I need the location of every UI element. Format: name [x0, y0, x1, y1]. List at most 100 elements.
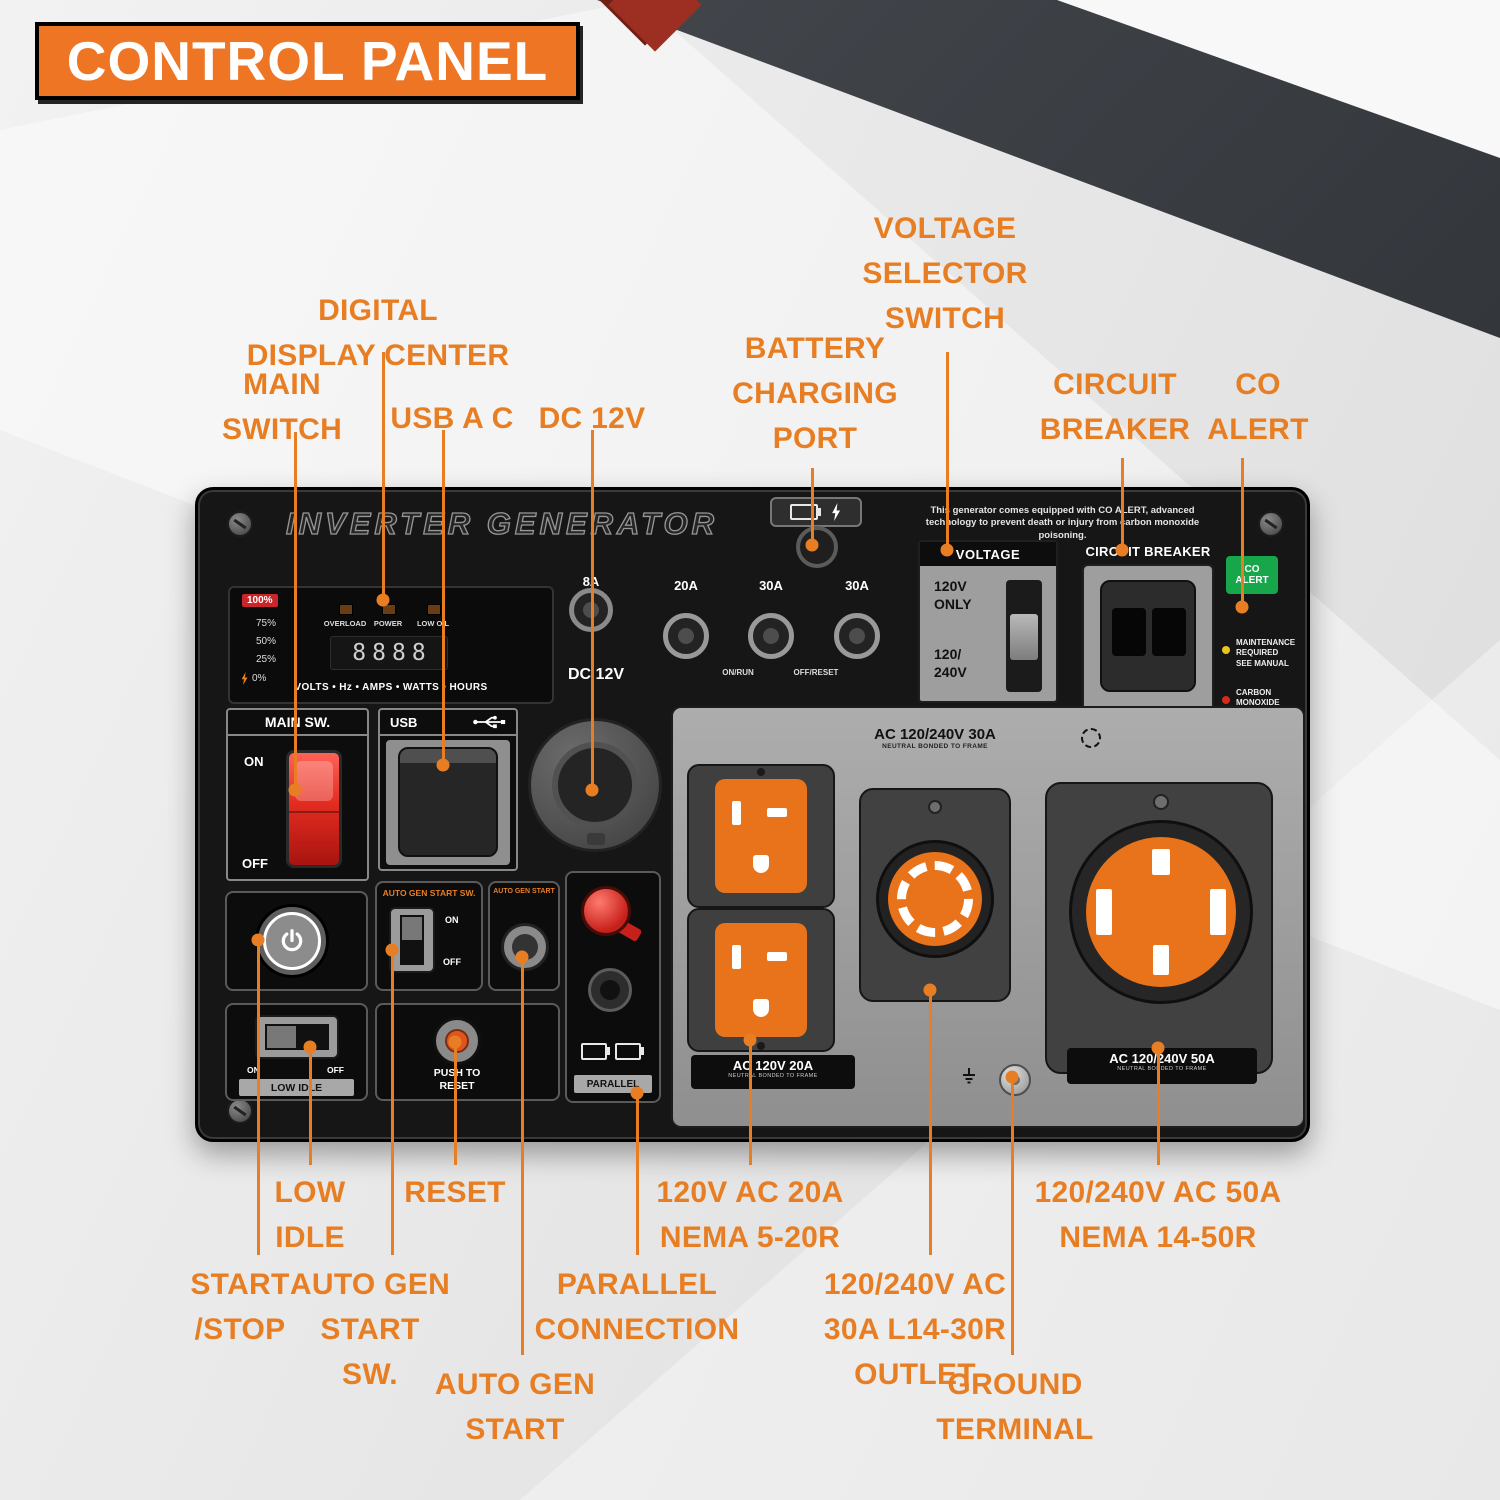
- callout-digital-display: DIGITAL DISPLAY CENTER: [246, 294, 510, 372]
- twist-lock-slots: [897, 861, 973, 937]
- parallel-box: PARALLEL: [565, 871, 661, 1103]
- usb-bay: [386, 740, 510, 865]
- callout-line-digital-display: [382, 352, 385, 600]
- main-sw-on-label: ON: [244, 754, 264, 769]
- outlet-20a-label: AC 120V 20A: [732, 1058, 814, 1073]
- callout-dot-outlet-30a: [923, 983, 937, 997]
- usb-box: USB: [378, 708, 518, 871]
- callout-voltage: VOLTAGE SELECTOR SWITCH: [862, 212, 1028, 335]
- breaker-20a-label: 20A: [674, 578, 698, 593]
- callout-line-co-alert: [1241, 458, 1244, 607]
- outlet-nema-5-20r-bottom: [687, 908, 835, 1052]
- outlet-slot: [1210, 889, 1226, 935]
- callout-dot-auto-gen-start: [515, 950, 529, 964]
- power-label: POWER: [373, 619, 403, 628]
- overload-led: [339, 604, 353, 615]
- outlet-20a-strip: AC 120V 20A NEUTRAL BONDED TO FRAME: [691, 1055, 855, 1089]
- callout-dot-co-alert: [1235, 600, 1249, 614]
- page-title: CONTROL PANEL: [66, 30, 549, 92]
- callout-line-outlet-20a: [749, 1040, 752, 1165]
- voltage-120-only: 120V ONLY: [934, 578, 972, 612]
- maintenance-led: [1222, 646, 1230, 654]
- callout-circuit-breaker: CIRCUIT BREAKER: [1039, 368, 1191, 446]
- outlet-50a-label: AC 120/240V 50A: [1109, 1051, 1215, 1066]
- auto-gen-toggle: [389, 907, 435, 973]
- usb-cover-flap: [398, 747, 498, 857]
- circuit-breaker-body: [1100, 580, 1196, 692]
- digital-display-center: 100% 75% 50% 25% 0% OVERLOAD POWER LOW O…: [228, 586, 554, 704]
- breaker-30a-button-2: [834, 613, 880, 659]
- lightning-bolt-icon: [832, 503, 841, 521]
- reset-box: PUSH TO RESET: [375, 1003, 560, 1101]
- outlet-ground-hole: [753, 999, 769, 1017]
- main-sw-off-label: OFF: [242, 856, 268, 871]
- callout-line-ground: [1011, 1077, 1014, 1355]
- seven-segment-display: 8888: [330, 636, 448, 670]
- usb-flap-hinge: [400, 749, 496, 763]
- breaker-20a-button: [663, 613, 709, 659]
- callout-line-circuit-breaker: [1121, 458, 1124, 550]
- off-reset-label: OFF/RESET: [793, 668, 839, 677]
- callout-reset: RESET: [404, 1176, 506, 1209]
- callout-parallel: PARALLEL CONNECTION: [534, 1268, 740, 1346]
- outlet-slot: [1152, 849, 1170, 875]
- callout-dc12v: DC 12V: [538, 402, 646, 435]
- screw-icon: [227, 1098, 253, 1124]
- auto-gen-on-label: ON: [445, 915, 459, 925]
- callout-outlet-50a: 120/240V AC 50A NEMA 14-50R: [1034, 1176, 1282, 1254]
- main-sw-title: MAIN SW.: [228, 710, 367, 736]
- low-oil-led: [427, 604, 441, 615]
- callout-start-stop: START /STOP: [190, 1268, 290, 1346]
- breaker-30a-button-1: [748, 613, 794, 659]
- outlet-panel: AC 120/240V 30A NEUTRAL BONDED TO FRAME: [671, 706, 1305, 1128]
- dc-12v-label: DC 12V: [567, 666, 625, 683]
- auto-gen-start-title: AUTO GEN START: [493, 888, 555, 895]
- fuel-scale-0-row: 0%: [240, 672, 266, 685]
- usb-title: USB: [390, 714, 418, 730]
- callout-line-parallel: [636, 1093, 639, 1255]
- auto-gen-off-label: OFF: [443, 957, 461, 967]
- callout-co-alert: CO ALERT: [1207, 368, 1309, 446]
- voltage-switch-knob: [1010, 614, 1038, 660]
- callout-dot-outlet-50a: [1151, 1041, 1165, 1055]
- outlet-ground-hole: [753, 855, 769, 873]
- battery-icon: [615, 1043, 644, 1060]
- start-stop-box: [225, 891, 368, 991]
- callout-dot-outlet-20a: [743, 1033, 757, 1047]
- power-button: [255, 904, 329, 978]
- auto-gen-start-box: AUTO GEN START: [488, 881, 560, 991]
- callout-line-outlet-30a: [929, 990, 932, 1255]
- callout-line-voltage: [946, 352, 949, 550]
- auto-gen-sw-title: AUTO GEN START SW.: [382, 888, 476, 898]
- rocker-highlight: [295, 761, 333, 801]
- callout-line-main-switch: [294, 432, 297, 790]
- outlet-nema-5-20r-top: [687, 764, 835, 908]
- display-caption: VOLTS • Hz • AMPS • WATTS • HOURS: [294, 682, 488, 693]
- callout-dot-reset: [448, 1035, 462, 1049]
- outlet-screw: [928, 800, 942, 814]
- callout-auto-gen-sw: AUTO GEN START SW.: [289, 1268, 451, 1391]
- carbon-monoxide-led: [1222, 696, 1230, 704]
- outlet-slot: [732, 801, 741, 825]
- screw-icon: [1258, 511, 1284, 537]
- ground-symbol-icon: [963, 1068, 975, 1084]
- maintenance-label: MAINTENANCE REQUIRED SEE MANUAL: [1236, 638, 1296, 668]
- outlet-nema-14-50r: [1045, 782, 1273, 1074]
- outlet-30a-header: AC 120/240V 30A NEUTRAL BONDED TO FRAME: [800, 726, 1070, 750]
- callout-line-battery: [811, 468, 814, 545]
- power-button-face: [263, 912, 321, 970]
- generator-control-panel: INVERTER GENERATOR This generator comes …: [195, 487, 1310, 1142]
- parallel-connector-black: [588, 968, 632, 1012]
- callout-line-auto-gen-sw: [391, 950, 394, 1255]
- callout-dot-circuit-breaker: [1115, 543, 1129, 557]
- power-icon: [281, 929, 303, 952]
- callout-dot-parallel: [630, 1086, 644, 1100]
- callout-dot-voltage: [940, 543, 954, 557]
- callout-usb: USB A C: [390, 402, 514, 435]
- outlet-l14-30r: [859, 788, 1011, 1002]
- outlet-face: [715, 779, 807, 893]
- outlet-50a-bonded: NEUTRAL BONDED TO FRAME: [1117, 1066, 1207, 1072]
- brand-text: INVERTER GENERATOR: [285, 505, 718, 541]
- overload-label: OVERLOAD: [323, 619, 367, 628]
- auto-gen-start-connector: [501, 923, 549, 971]
